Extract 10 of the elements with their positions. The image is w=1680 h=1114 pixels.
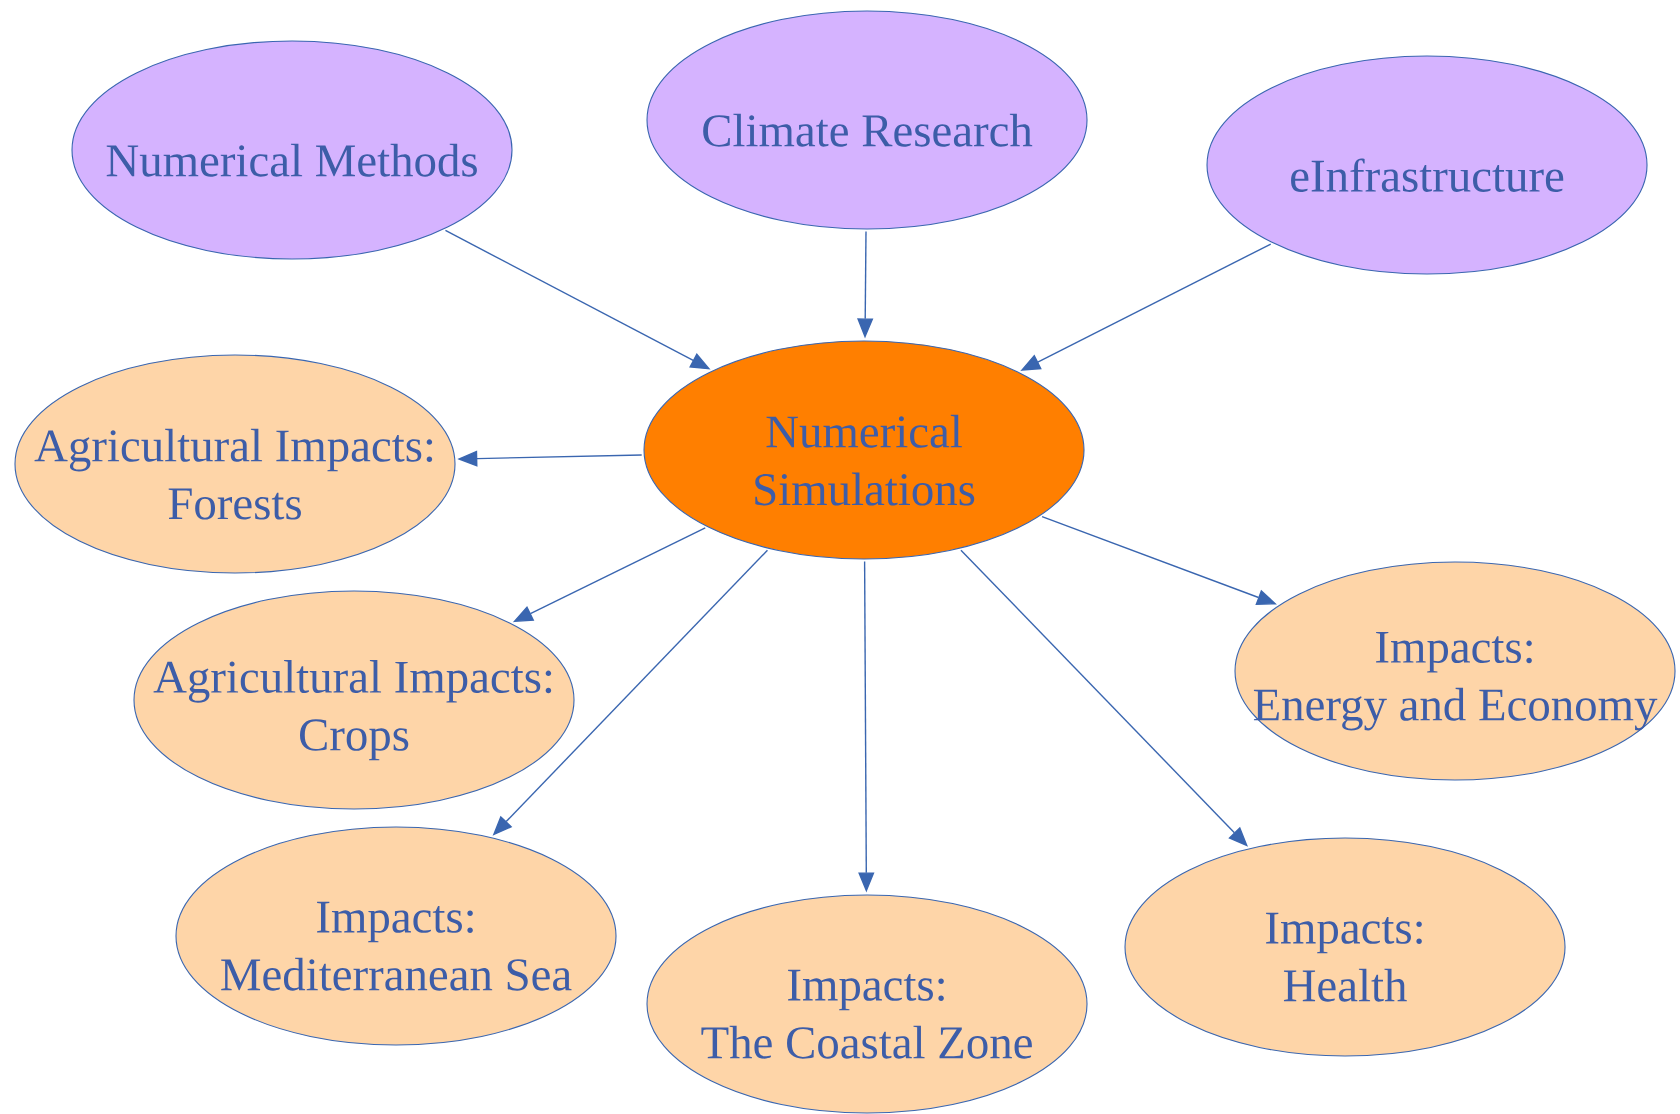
ellipse-node: Numerical Methods bbox=[71, 40, 513, 260]
ellipse-node: Agricultural Impacts: Forests bbox=[14, 354, 456, 574]
ellipse-node: Climate Research bbox=[646, 10, 1088, 230]
ellipse-node: Agricultural Impacts: Crops bbox=[133, 590, 575, 810]
ellipse-node: Impacts: Energy and Economy bbox=[1234, 561, 1676, 781]
ellipse-node: Numerical Simulations bbox=[643, 340, 1085, 560]
ellipse-node: Impacts: Health bbox=[1124, 837, 1566, 1057]
ellipse-node: Impacts: The Coastal Zone bbox=[646, 894, 1088, 1114]
ellipse-node: eInfrastructure bbox=[1206, 55, 1648, 275]
ellipse-node: Impacts: Mediterranean Sea bbox=[175, 826, 617, 1046]
